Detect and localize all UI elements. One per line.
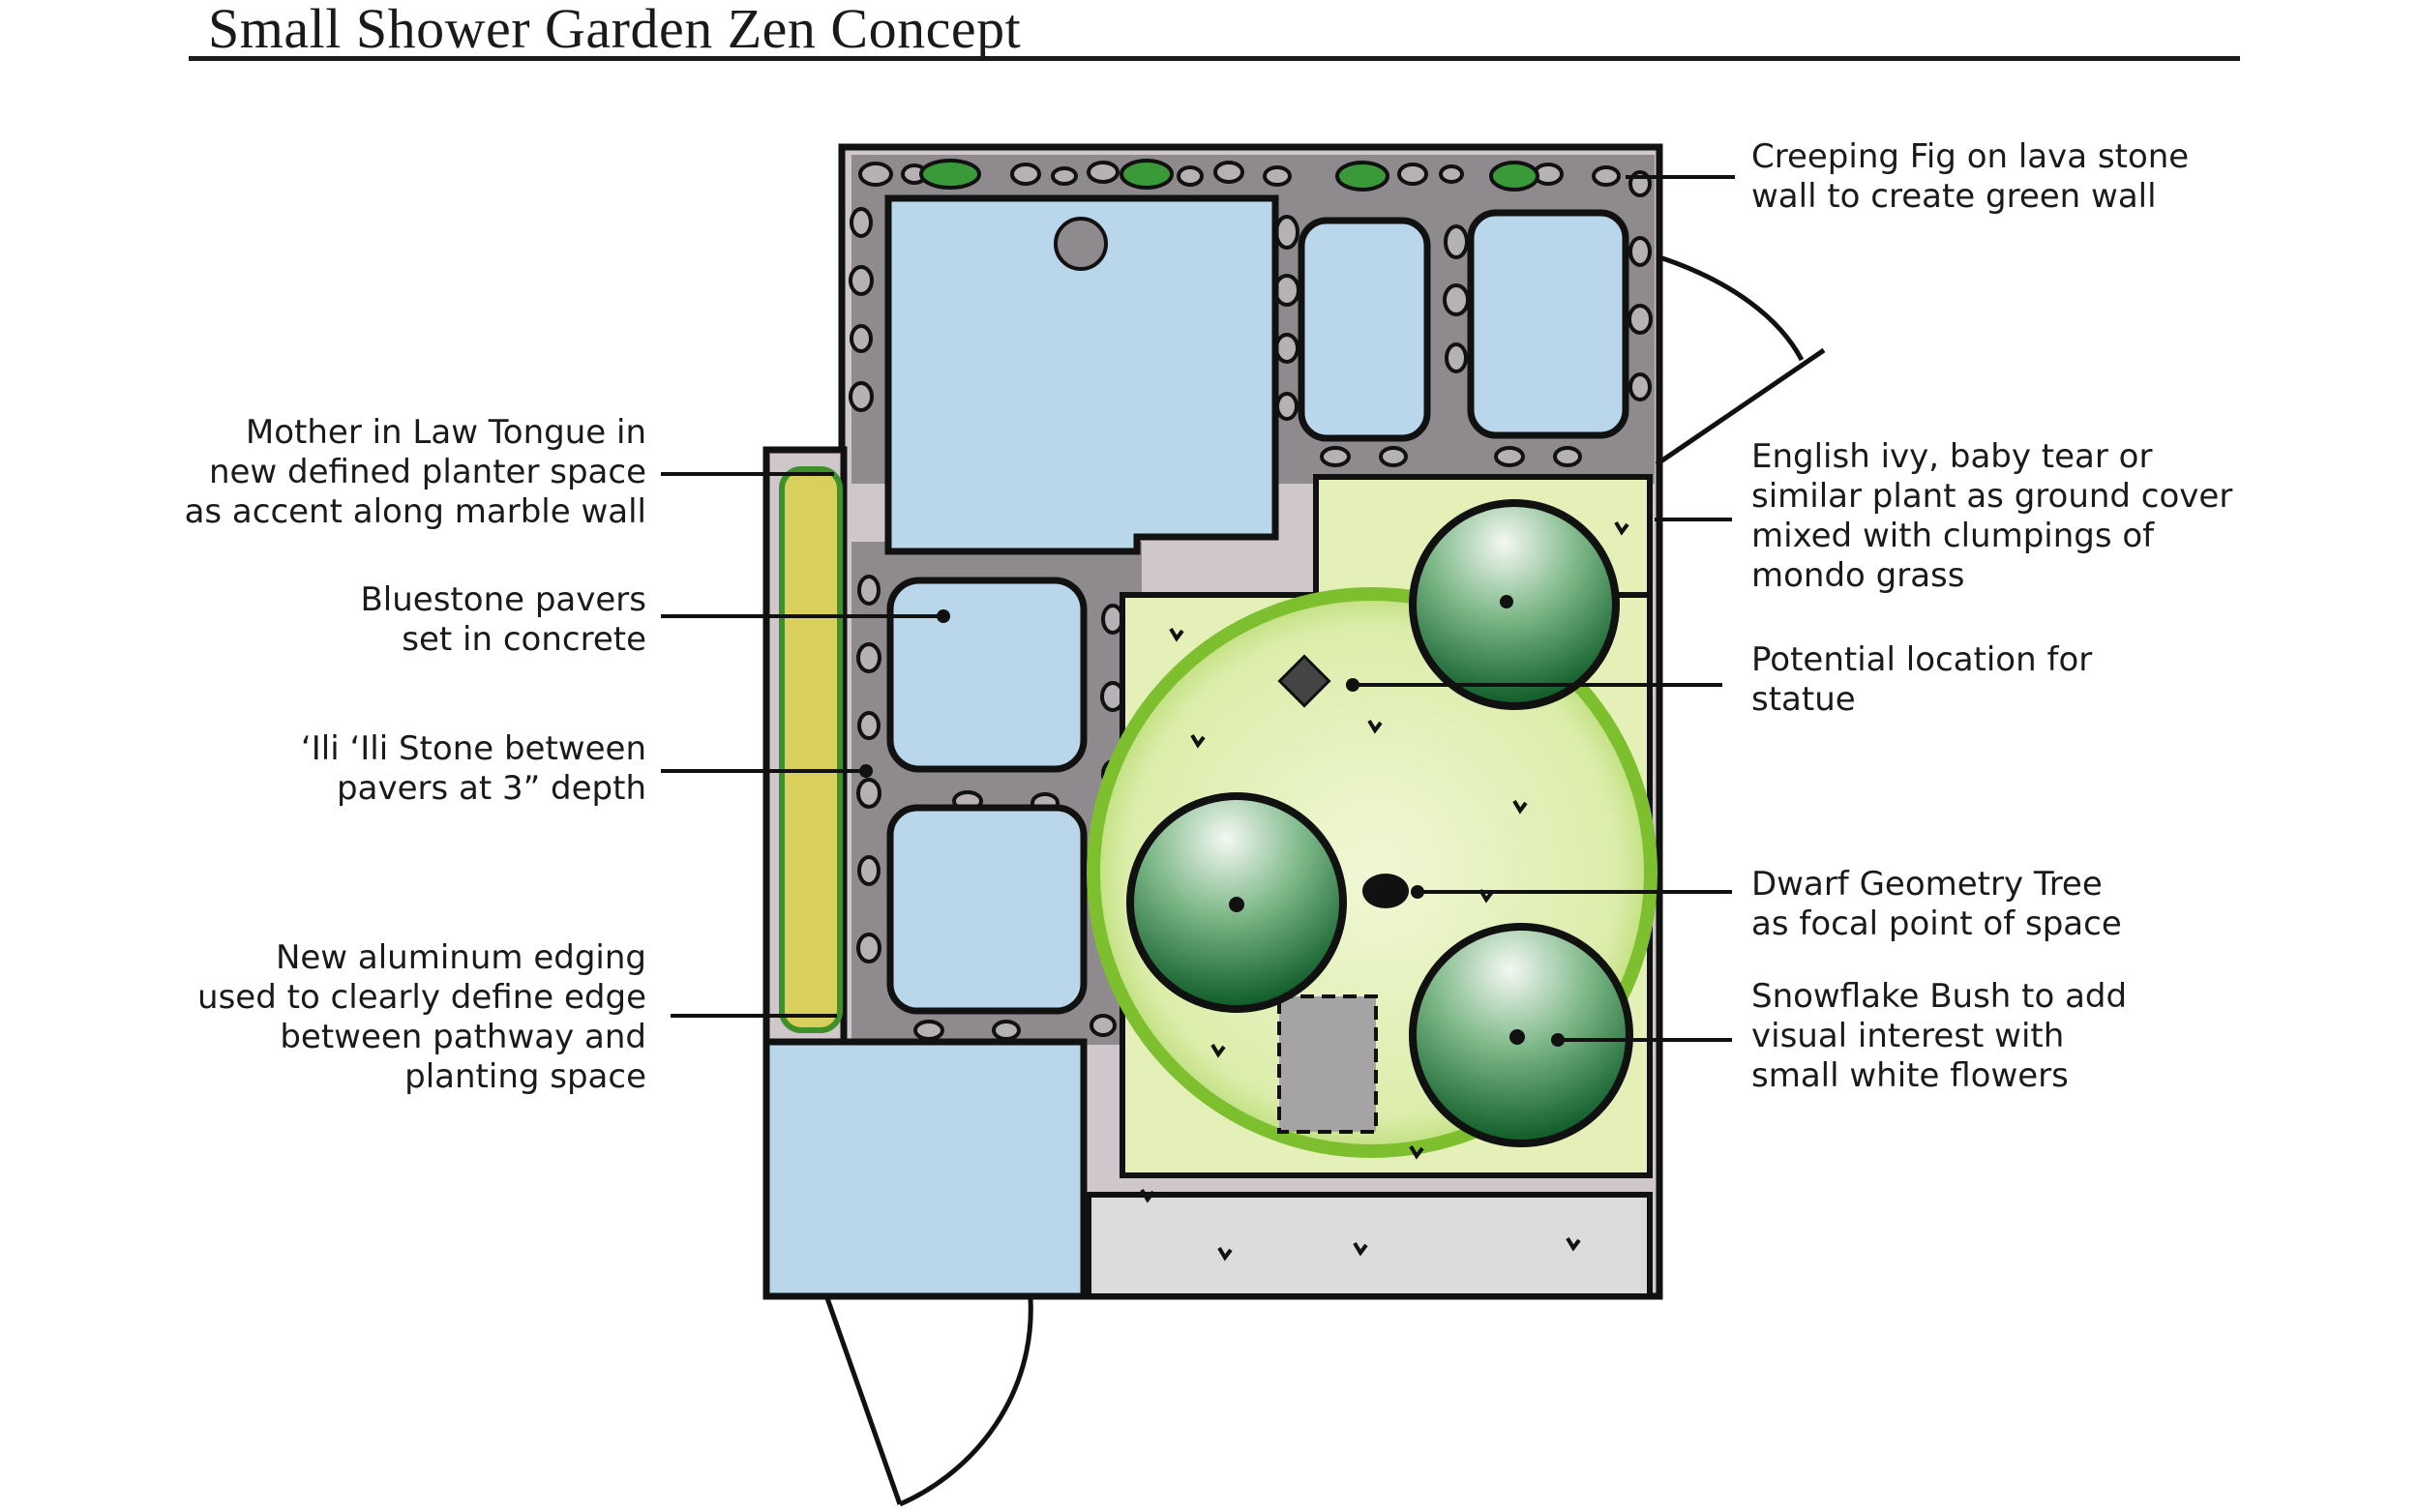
creeping-fig-clumps bbox=[919, 159, 1539, 192]
callout-line: wall to create green wall bbox=[1751, 177, 2157, 216]
callout-line: Snowflake Bush to add bbox=[1751, 977, 2128, 1016]
paver-top-right bbox=[1467, 209, 1629, 439]
callout-line: ‘Ili ‘Ili Stone between bbox=[300, 729, 646, 768]
paver-large bbox=[884, 194, 1279, 555]
callout-line: Bluestone pavers bbox=[360, 580, 646, 619]
mother-in-law-tongue-planting bbox=[779, 466, 843, 1033]
callout-line: new defined planter space bbox=[208, 453, 646, 491]
callout-line: mondo grass bbox=[1751, 556, 1965, 595]
callout-line: statue bbox=[1751, 680, 1856, 719]
callout-line: visual interest with bbox=[1751, 1017, 2065, 1055]
callout-bluestone-pavers: Bluestone pavers set in concrete bbox=[360, 580, 646, 660]
page-title: Small Shower Garden Zen Concept bbox=[208, 0, 1022, 60]
dwarf-tree-top bbox=[1409, 499, 1620, 710]
title-underline bbox=[189, 56, 2240, 61]
callout-line: New aluminum edging bbox=[275, 938, 646, 977]
ground-cover-bottom bbox=[1086, 1192, 1653, 1299]
callout-line: pavers at 3” depth bbox=[337, 769, 646, 808]
callout-aluminum-edging: New aluminum edging used to clearly defi… bbox=[197, 938, 646, 1097]
statue-location bbox=[1277, 654, 1331, 708]
paver-top-mid bbox=[1298, 217, 1431, 442]
callout-line: set in concrete bbox=[402, 620, 646, 659]
leader-lines bbox=[661, 175, 1735, 1042]
grass-tufts bbox=[1140, 520, 1629, 1261]
callout-line: Mother in Law Tongue in bbox=[245, 413, 646, 452]
callout-mother-in-law-tongue: Mother in Law Tongue in new defined plan… bbox=[185, 413, 646, 532]
callout-ili-ili-stone: ‘Ili ‘Ili Stone between pavers at 3” dep… bbox=[301, 729, 646, 809]
trees bbox=[1126, 499, 1633, 1147]
stepping-stone bbox=[1277, 994, 1378, 1134]
callout-english-ivy: English ivy, baby tear or similar plant … bbox=[1751, 437, 2232, 596]
callout-line: as focal point of space bbox=[1751, 904, 2122, 943]
callout-line: Creeping Fig on lava stone bbox=[1751, 137, 2190, 176]
callout-line: mixed with clumpings of bbox=[1751, 517, 2155, 555]
callout-line: small white flowers bbox=[1751, 1056, 2069, 1095]
door-bottom bbox=[824, 1297, 1033, 1507]
callout-line: as accent along marble wall bbox=[184, 492, 646, 531]
callout-dwarf-tree: Dwarf Geometry Tree as focal point of sp… bbox=[1751, 865, 2122, 944]
callout-line: Dwarf Geometry Tree bbox=[1751, 865, 2103, 904]
callout-line: similar plant as ground cover bbox=[1751, 477, 2233, 516]
shower-drain bbox=[1054, 217, 1108, 271]
callout-line: between pathway and bbox=[280, 1018, 646, 1056]
callout-line: planting space bbox=[404, 1057, 646, 1096]
paver-bottom bbox=[762, 1038, 1088, 1300]
focal-point-marker bbox=[1362, 874, 1409, 908]
callout-statue-location: Potential location for statue bbox=[1751, 640, 2092, 720]
callout-line: English ivy, baby tear or bbox=[1751, 437, 2153, 476]
paver-left-2 bbox=[886, 804, 1088, 1015]
paver-left-1 bbox=[886, 577, 1088, 773]
door-right bbox=[1655, 253, 1826, 467]
callout-line: Potential location for bbox=[1751, 640, 2093, 679]
bluestone-pavers bbox=[762, 194, 1629, 1300]
leader-dots bbox=[859, 609, 1565, 1047]
callout-snowflake-bush: Snowflake Bush to add visual interest wi… bbox=[1751, 977, 2127, 1096]
callout-line: used to clearly define edge bbox=[197, 978, 646, 1017]
callout-creeping-fig: Creeping Fig on lava stone wall to creat… bbox=[1751, 137, 2189, 217]
